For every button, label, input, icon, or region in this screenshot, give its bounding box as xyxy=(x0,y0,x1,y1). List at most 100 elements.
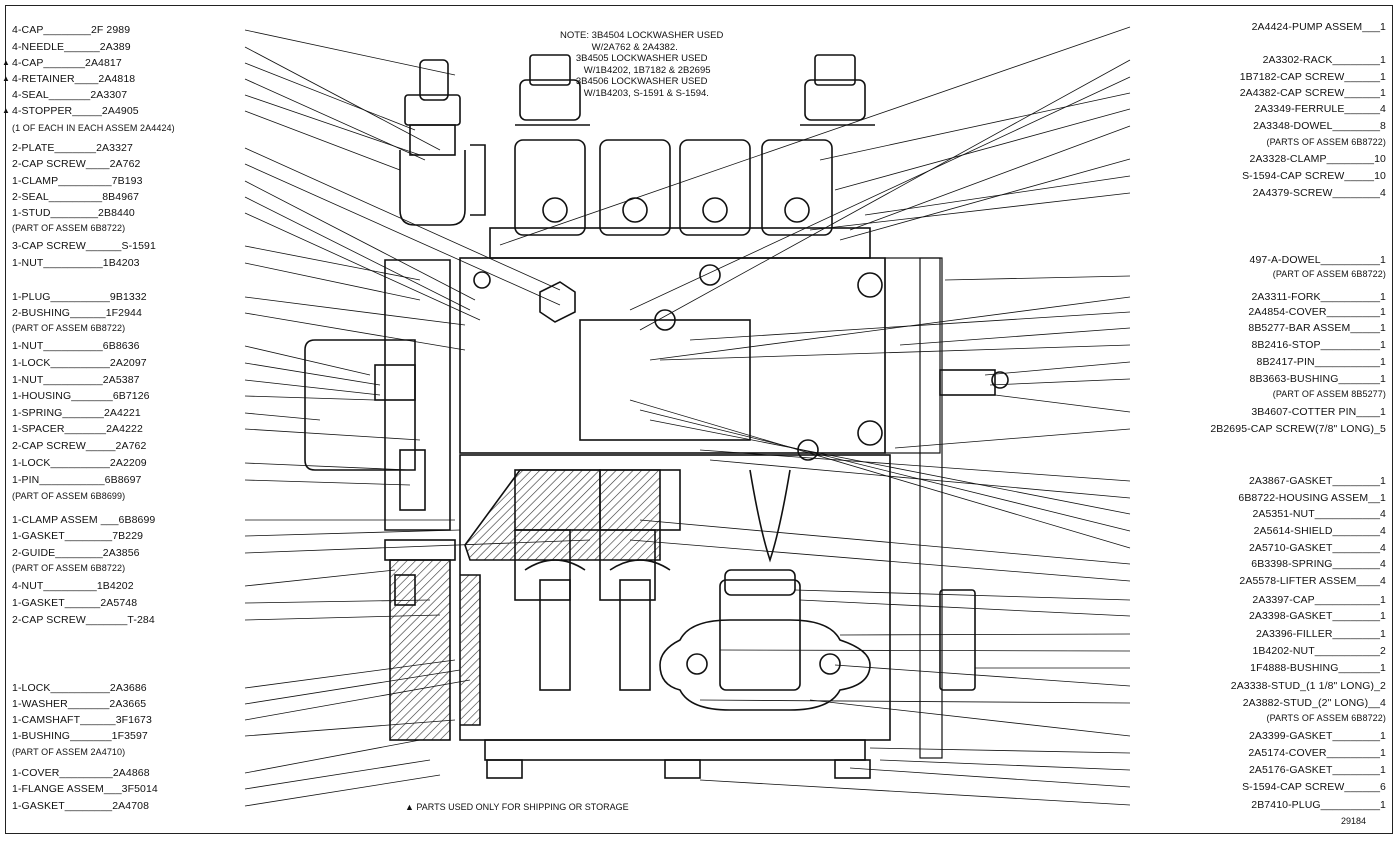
left-label-9: 1-CLAMP_________7B193 xyxy=(12,175,143,187)
left-label-21: 1-HOUSING_______6B7126 xyxy=(12,390,150,402)
right-label-13: 2A4854-COVER_________1 xyxy=(1248,306,1386,318)
housing-assembly xyxy=(459,257,1009,759)
left-label-36: 1-WASHER_______2A3665 xyxy=(12,698,147,710)
left-label-26: 1-PIN___________6B8697 xyxy=(12,474,142,486)
left-label-6: (1 OF EACH IN EACH ASSEM 2A4424) xyxy=(12,123,175,133)
left-label-24: 2-CAP SCREW_____2A762 xyxy=(12,440,147,452)
right-label-36: 2A3399-GASKET________1 xyxy=(1248,730,1386,742)
right-label-38: 2A5176-GASKET________1 xyxy=(1248,764,1386,776)
left-label-15: 1-PLUG__________9B1332 xyxy=(12,291,147,303)
left-label-39: (PART OF ASSEM 2A4710) xyxy=(12,747,126,757)
left-label-22: 1-SPRING_______2A4221 xyxy=(12,407,141,419)
right-label-18: (PART OF ASSEM 8B5277) xyxy=(1272,389,1386,399)
right-label-12: 2A3311-FORK__________1 xyxy=(1251,291,1386,303)
left-label-27: (PART OF ASSEM 6B8699) xyxy=(12,491,126,501)
stopper-assembly xyxy=(399,59,486,226)
left-label-13: 3-CAP SCREW______S-1591 xyxy=(12,240,156,252)
right-label-39: S-1594-CAP SCREW______6 xyxy=(1242,781,1386,793)
left-label-32: 4-NUT_________1B4202 xyxy=(12,580,134,592)
right-label-16: 8B2417-PIN___________1 xyxy=(1256,356,1386,368)
left-label-12: (PART OF ASSEM 6B8722) xyxy=(12,223,126,233)
right-label-26: 6B3398-SPRING________4 xyxy=(1251,558,1386,570)
right-label-32: 1F4888-BUSHING_______1 xyxy=(1250,662,1386,674)
shipping-marker: ▲ xyxy=(2,58,11,67)
left-label-25: 1-LOCK__________2A2209 xyxy=(12,457,147,469)
right-label-7: 2A3328-CLAMP________10 xyxy=(1249,153,1386,165)
left-label-41: 1-FLANGE ASSEM___3F5014 xyxy=(12,783,158,795)
right-label-6: (PARTS OF ASSEM 6B8722) xyxy=(1266,137,1386,147)
left-label-3: ▲4-RETAINER____2A4818 xyxy=(2,73,136,85)
right-label-17: 8B3663-BUSHING_______1 xyxy=(1249,373,1386,385)
right-label-10: 497-A-DOWEL__________1 xyxy=(1249,254,1386,266)
right-label-33: 2A3338-STUD_(1 1/8" LONG)_2 xyxy=(1230,680,1386,692)
right-label-14: 8B5277-BAR ASSEM_____1 xyxy=(1248,322,1386,334)
left-label-4: 4-SEAL_______2A3307 xyxy=(12,89,128,101)
diagram-border xyxy=(5,5,1393,834)
left-label-33: 1-GASKET______2A5748 xyxy=(12,597,138,609)
left-label-38: 1-BUSHING_______1F3597 xyxy=(12,730,148,742)
right-label-5: 2A3348-DOWEL________8 xyxy=(1253,120,1386,132)
right-label-3: 2A4382-CAP SCREW______1 xyxy=(1239,87,1386,99)
camshaft-housing xyxy=(459,454,891,779)
lockwasher-note: NOTE: 3B4504 LOCKWASHER USED W/2A762 & 2… xyxy=(560,30,724,99)
right-label-27: 2A5578-LIFTER ASSEM____4 xyxy=(1239,575,1386,587)
left-label-8: 2-CAP SCREW____2A762 xyxy=(12,158,141,170)
right-label-40: 2B7410-PLUG__________1 xyxy=(1251,799,1386,811)
injection-valves xyxy=(489,54,875,259)
shipping-marker: ▲ xyxy=(2,106,11,115)
right-label-4: 2A3349-FERRULE______4 xyxy=(1254,103,1386,115)
left-label-5: ▲4-STOPPER_____2A4905 xyxy=(2,105,139,117)
right-label-25: 2A5710-GASKET________4 xyxy=(1248,542,1386,554)
left-label-19: 1-LOCK__________2A2097 xyxy=(12,357,147,369)
oil-filler-assembly xyxy=(659,569,976,711)
right-label-11: (PART OF ASSEM 6B8722) xyxy=(1272,269,1386,279)
right-label-2: 1B7182-CAP SCREW______1 xyxy=(1239,71,1386,83)
right-label-29: 2A3398-GASKET________1 xyxy=(1248,610,1386,622)
governor-housing xyxy=(304,259,456,741)
left-label-35: 1-LOCK__________2A3686 xyxy=(12,682,147,694)
left-label-18: 1-NUT__________6B8636 xyxy=(12,340,140,352)
left-label-29: 1-GASKET________7B229 xyxy=(12,530,144,542)
left-label-37: 1-CAMSHAFT______3F1673 xyxy=(12,714,152,726)
right-label-23: 2A5351-NUT___________4 xyxy=(1252,508,1386,520)
left-label-40: 1-COVER_________2A4868 xyxy=(12,767,150,779)
left-label-23: 1-SPACER_______2A4222 xyxy=(12,423,143,435)
right-label-31: 1B4202-NUT___________2 xyxy=(1252,645,1386,657)
right-label-24: 2A5614-SHIELD________4 xyxy=(1253,525,1386,537)
right-label-22: 6B8722-HOUSING ASSEM__1 xyxy=(1238,492,1386,504)
left-label-7: 2-PLATE_______2A3327 xyxy=(12,142,133,154)
right-label-37: 2A5174-COVER_________1 xyxy=(1248,747,1386,759)
left-label-28: 1-CLAMP ASSEM ___6B8699 xyxy=(12,514,156,526)
shipping-footnote: ▲ PARTS USED ONLY FOR SHIPPING OR STORAG… xyxy=(405,802,629,812)
right-label-28: 2A3397-CAP___________1 xyxy=(1252,594,1386,606)
pump-drawing xyxy=(304,54,1009,779)
right-label-30: 2A3396-FILLER________1 xyxy=(1255,628,1386,640)
figure-number: 29184 xyxy=(1340,816,1366,826)
right-label-8: S-1594-CAP SCREW_____10 xyxy=(1242,170,1386,182)
right-label-35: (PARTS OF ASSEM 6B8722) xyxy=(1266,713,1386,723)
right-label-15: 8B2416-STOP__________1 xyxy=(1251,339,1386,351)
left-label-1: 4-NEEDLE______2A389 xyxy=(12,41,131,53)
right-label-19: 3B4607-COTTER PIN____1 xyxy=(1251,406,1386,418)
left-label-17: (PART OF ASSEM 6B8722) xyxy=(12,323,126,333)
right-label-21: 2A3867-GASKET________1 xyxy=(1248,475,1386,487)
left-label-11: 1-STUD________2B8440 xyxy=(12,207,135,219)
left-label-42: 1-GASKET________2A4708 xyxy=(12,800,150,812)
left-label-14: 1-NUT__________1B4203 xyxy=(12,257,140,269)
right-label-0: 2A4424-PUMP ASSEM___1 xyxy=(1251,21,1386,33)
left-label-34: 2-CAP SCREW_______T-284 xyxy=(12,614,155,626)
left-label-31: (PART OF ASSEM 6B8722) xyxy=(12,563,126,573)
leader-lines xyxy=(244,26,1131,807)
shipping-marker: ▲ xyxy=(2,74,11,83)
right-label-1: 2A3302-RACK________1 xyxy=(1262,54,1386,66)
left-label-16: 2-BUSHING______1F2944 xyxy=(12,307,142,319)
left-label-0: 4-CAP________2F 2989 xyxy=(12,24,131,36)
left-label-30: 2-GUIDE________2A3856 xyxy=(12,547,140,559)
right-label-9: 2A4379-SCREW________4 xyxy=(1252,187,1386,199)
right-label-20: 2B2695-CAP SCREW(7/8" LONG)_5 xyxy=(1210,423,1386,435)
right-label-34: 2A3882-STUD_(2" LONG)__4 xyxy=(1242,697,1386,709)
left-label-10: 2-SEAL_________8B4967 xyxy=(12,191,140,203)
left-label-20: 1-NUT__________2A5387 xyxy=(12,374,140,386)
